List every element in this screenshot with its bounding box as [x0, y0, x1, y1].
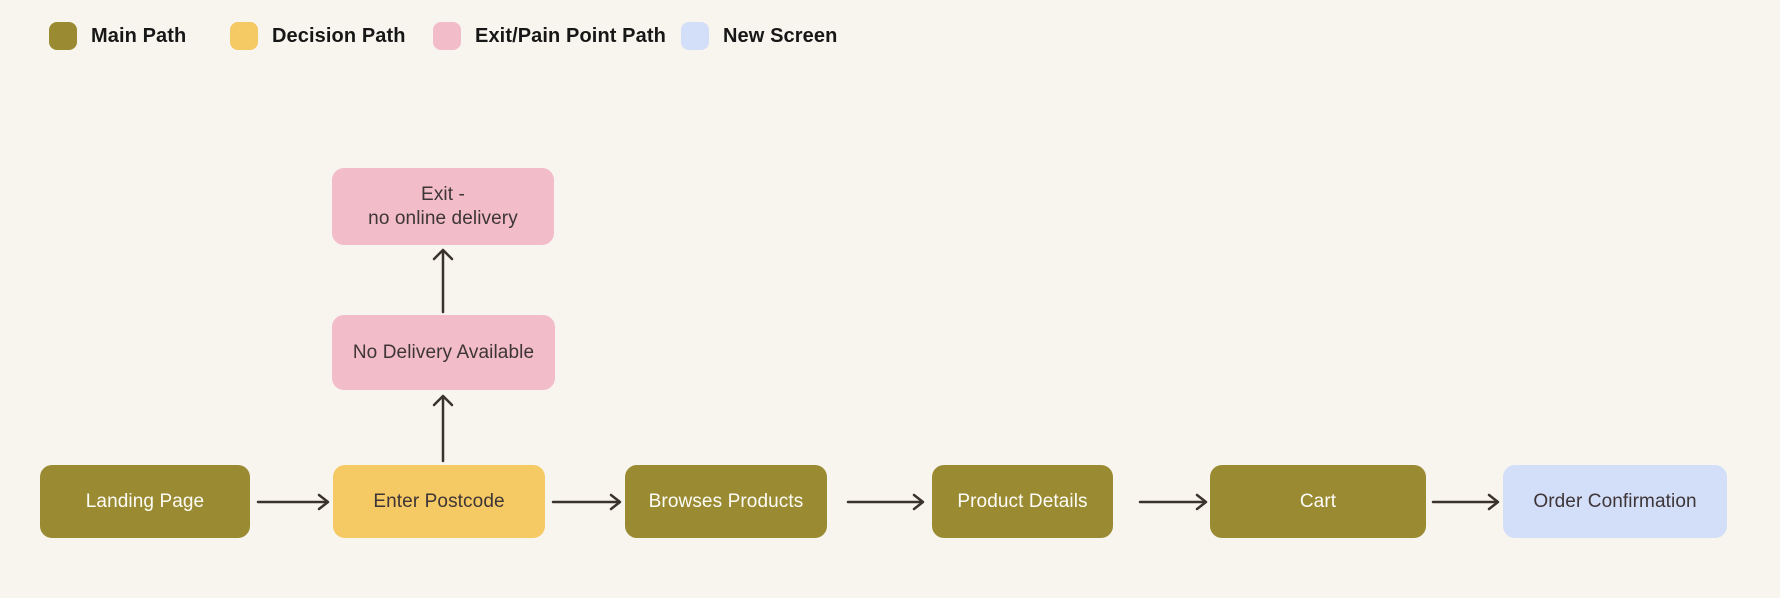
node-landing-page[interactable]: Landing Page [40, 465, 250, 538]
arrow-postcode-to-browses [551, 493, 622, 511]
node-exit-no-online-delivery[interactable]: Exit - no online delivery [332, 168, 554, 245]
arrow-details-to-cart [1138, 493, 1208, 511]
legend-swatch-new-screen [681, 22, 709, 50]
node-order-confirmation-label: Order Confirmation [1533, 490, 1697, 512]
legend-label-new-screen: New Screen [723, 24, 838, 47]
node-product-details[interactable]: Product Details [932, 465, 1113, 538]
node-landing-page-label: Landing Page [85, 490, 205, 512]
node-browses-products-label: Browses Products [648, 490, 804, 512]
legend-label-exit-pain-point-path: Exit/Pain Point Path [475, 24, 666, 47]
arrow-postcode-to-no-delivery [432, 394, 454, 463]
node-exit-label-line2: no online delivery [368, 207, 518, 229]
legend-item-main-path: Main Path [49, 22, 186, 50]
node-cart-label: Cart [1299, 490, 1337, 512]
node-enter-postcode-label: Enter Postcode [373, 490, 505, 512]
node-no-delivery-available[interactable]: No Delivery Available [332, 315, 555, 390]
legend-item-new-screen: New Screen [681, 22, 837, 50]
node-exit-label-line1: Exit - [421, 183, 465, 205]
arrow-no-delivery-to-exit [432, 248, 454, 314]
node-browses-products[interactable]: Browses Products [625, 465, 827, 538]
node-order-confirmation[interactable]: Order Confirmation [1503, 465, 1727, 538]
legend-label-decision-path: Decision Path [272, 24, 406, 47]
legend-label-main-path: Main Path [91, 24, 187, 47]
arrow-landing-to-postcode [256, 493, 330, 511]
arrow-browses-to-details [846, 493, 925, 511]
legend-swatch-decision-path [230, 22, 258, 50]
node-product-details-label: Product Details [957, 490, 1088, 512]
node-no-delivery-available-label: No Delivery Available [352, 341, 535, 363]
legend-swatch-exit-pain-point-path [433, 22, 461, 50]
arrow-cart-to-confirmation [1431, 493, 1500, 511]
node-cart[interactable]: Cart [1210, 465, 1426, 538]
legend-item-decision-path: Decision Path [230, 22, 406, 50]
legend-item-exit-pain-point-path: Exit/Pain Point Path [433, 22, 666, 50]
legend-swatch-main-path [49, 22, 77, 50]
node-enter-postcode[interactable]: Enter Postcode [333, 465, 545, 538]
